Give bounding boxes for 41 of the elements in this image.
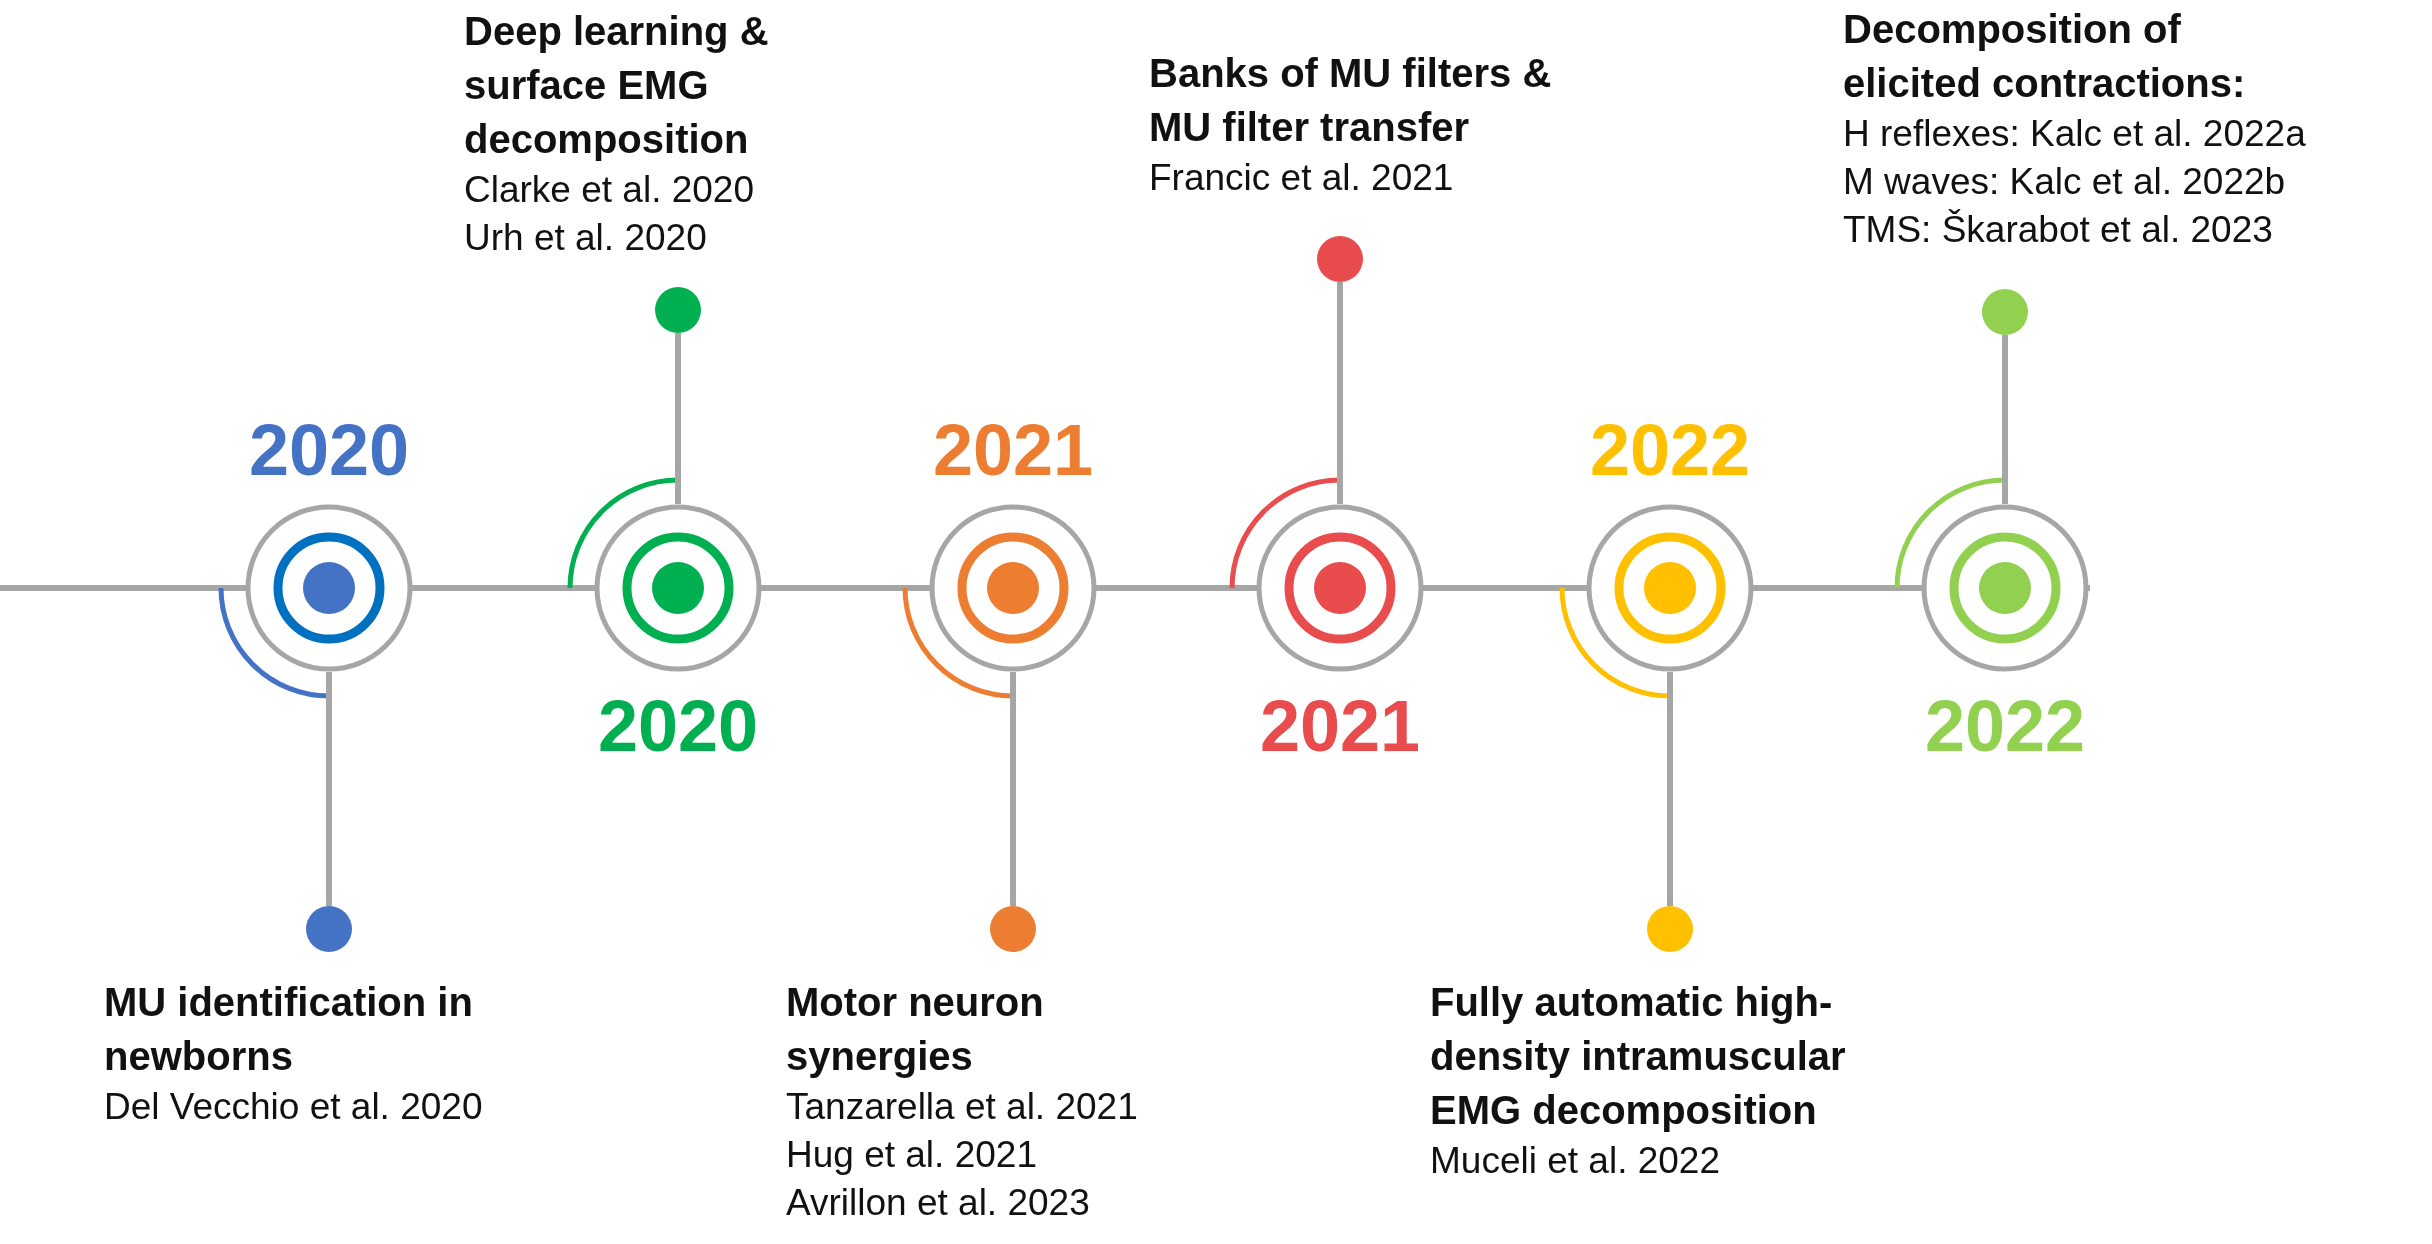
timeline-dot [306,906,352,952]
milestone-heading: Motor neuron synergies [786,979,1045,1080]
connector-line [675,333,681,504]
reference-text: Francic et al. 2021 [1149,156,1454,200]
connector-line [2002,335,2008,504]
reference-text: H reflexes: Kalc et al. 2022a [1843,112,2306,156]
reference-text: Clarke et al. 2020 [464,168,754,212]
milestone-heading: Banks of MU filters & MU filter transfer [1149,50,1553,151]
year-label: 2021 [1258,686,1422,766]
reference-text: Urh et al. 2020 [464,216,707,260]
year-label: 2022 [1923,686,2087,766]
milestone-heading: Deep learning & surface EMG decomposition [464,8,770,163]
reference-text: M waves: Kalc et al. 2022b [1843,160,2286,204]
connector-line [1010,672,1016,906]
reference-text: Muceli et al. 2022 [1430,1139,1720,1183]
milestone-heading: Fully automatic high-density intramuscular EMG decomposition [1430,979,1847,1134]
timeline-dot [990,906,1036,952]
year-label: 2022 [1588,410,1752,490]
year-label: 2020 [247,410,411,490]
target-marker [928,503,1098,673]
target-marker [244,503,414,673]
timeline-dot [655,287,701,333]
connector-line [1667,672,1673,906]
reference-text: Avrillon et al. 2023 [786,1181,1090,1225]
milestone-heading: MU identification in newborns [104,979,474,1080]
target-marker [593,503,763,673]
milestone-heading: Decomposition of elicited contractions: [1843,6,2247,107]
timeline-dot [1982,289,2028,335]
connector-line [326,672,332,906]
year-label: 2021 [931,410,1095,490]
reference-text: Del Vecchio et al. 2020 [104,1085,483,1129]
reference-text: Hug et al. 2021 [786,1133,1037,1177]
target-marker [1585,503,1755,673]
connector-line [1337,282,1343,504]
target-marker [1920,503,2090,673]
reference-text: Tanzarella et al. 2021 [786,1085,1138,1129]
reference-text: TMS: Škarabot et al. 2023 [1843,208,2273,252]
year-label: 2020 [596,686,760,766]
timeline-dot [1647,906,1693,952]
timeline-dot [1317,236,1363,282]
target-marker [1255,503,1425,673]
